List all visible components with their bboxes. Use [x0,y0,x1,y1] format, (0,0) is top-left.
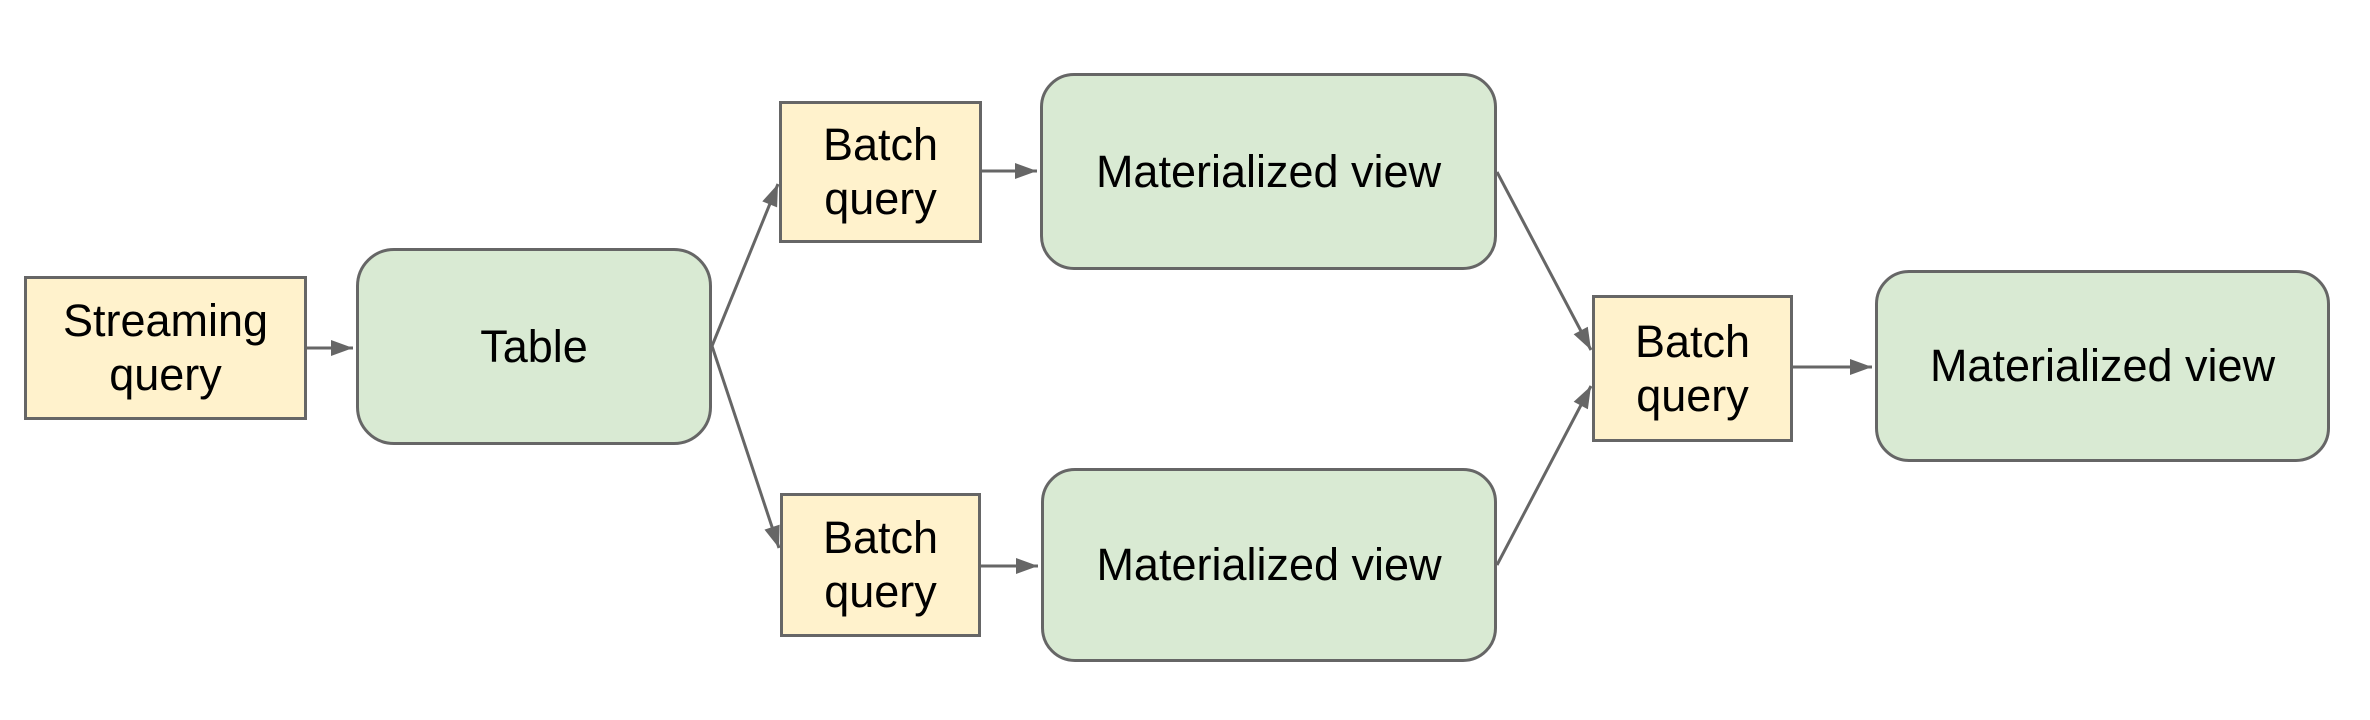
node-batch-query-right[interactable]: Batch query [1592,295,1793,442]
node-batch-query-right-label: Batch query [1634,315,1751,421]
node-materialized-view-bottom[interactable]: Materialized view [1041,468,1497,662]
node-materialized-view-bottom-label: Materialized view [1096,539,1442,590]
node-table[interactable]: Table [356,248,712,445]
arrow-materialized-view-top-to-batch-query-right[interactable] [1495,171,1593,351]
node-streaming-query[interactable]: Streaming query [24,276,307,420]
node-batch-query-top-label: Batch query [822,119,939,224]
node-batch-query-bottom-label: Batch query [822,512,939,617]
arrow-table-to-batch-query-bottom[interactable] [710,345,781,549]
node-batch-query-bottom[interactable]: Batch query [780,493,981,637]
node-materialized-view-top-label: Materialized view [1095,145,1442,197]
node-streaming-query-label: Streaming query [62,295,269,400]
node-materialized-view-right[interactable]: Materialized view [1875,270,2330,462]
arrow-table-to-batch-query-top[interactable] [710,183,780,347]
node-materialized-view-right-label: Materialized view [1929,340,2276,391]
arrow-materialized-view-bottom-to-batch-query-right[interactable] [1495,385,1593,566]
node-materialized-view-top[interactable]: Materialized view [1040,73,1497,270]
node-batch-query-top[interactable]: Batch query [779,101,982,243]
node-table-label: Table [480,320,588,372]
